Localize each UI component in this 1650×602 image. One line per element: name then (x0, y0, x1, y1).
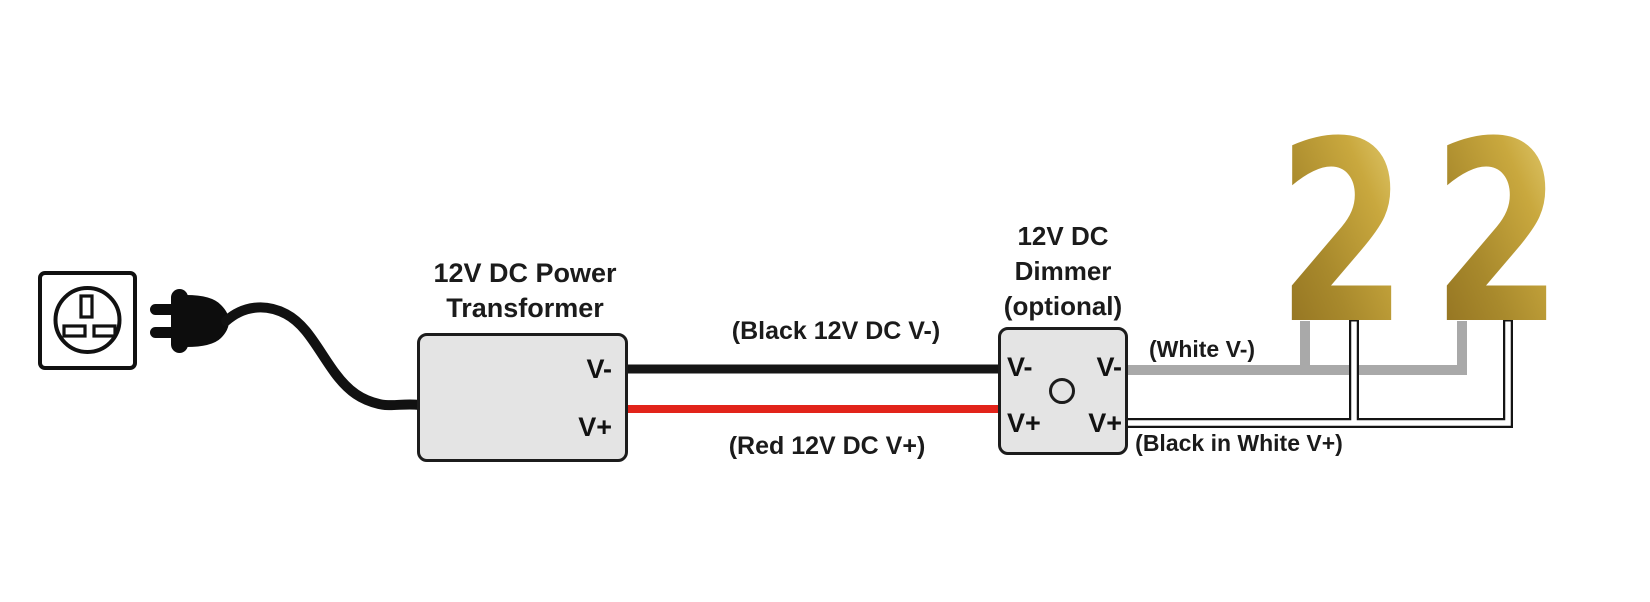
dimmer-terminal-out-negative: V- (1096, 352, 1122, 382)
wire-gray-negative (1124, 321, 1467, 375)
dimmer-terminal-in-negative: V- (1007, 352, 1033, 382)
gold-digit-2: 2 (1432, 89, 1562, 380)
dimmer-box (998, 327, 1128, 455)
dimmer-terminal-in-positive: V+ (1007, 408, 1041, 438)
transformer-terminal-positive: V+ (578, 412, 612, 442)
red-wire-label: (Red 12V DC V+) (728, 432, 926, 460)
black-wire-label: (Black 12V DC V-) (731, 317, 941, 345)
dimmer-title-line2: Dimmer (1014, 256, 1112, 286)
gold-digit-1: 2 (1277, 89, 1407, 380)
gold-house-number: 2 2 (1277, 89, 1562, 380)
white-negative-wire-label: (White V-) (1148, 336, 1256, 362)
dimmer-terminal-out-positive: V+ (1088, 408, 1122, 438)
wire-red-positive (624, 405, 1002, 413)
wire-white-positive-core (1124, 321, 1511, 426)
dimmer-title-line3: (optional) (1003, 291, 1123, 321)
dimmer-title-line1: 12V DC (1017, 221, 1109, 251)
white-positive-wire-label: (Black in White V+) (1135, 430, 1343, 456)
uk-socket-icon (38, 271, 137, 370)
wire-black-negative (624, 364, 1002, 374)
power-plug-icon (150, 289, 229, 353)
transformer-terminal-negative: V- (586, 354, 612, 384)
power-cable (221, 302, 425, 411)
dimmer-knob (1049, 378, 1075, 404)
transformer-title-line1: 12V DC Power (433, 258, 617, 288)
transformer-box (417, 333, 628, 462)
transformer-title-line2: Transformer (446, 293, 604, 323)
